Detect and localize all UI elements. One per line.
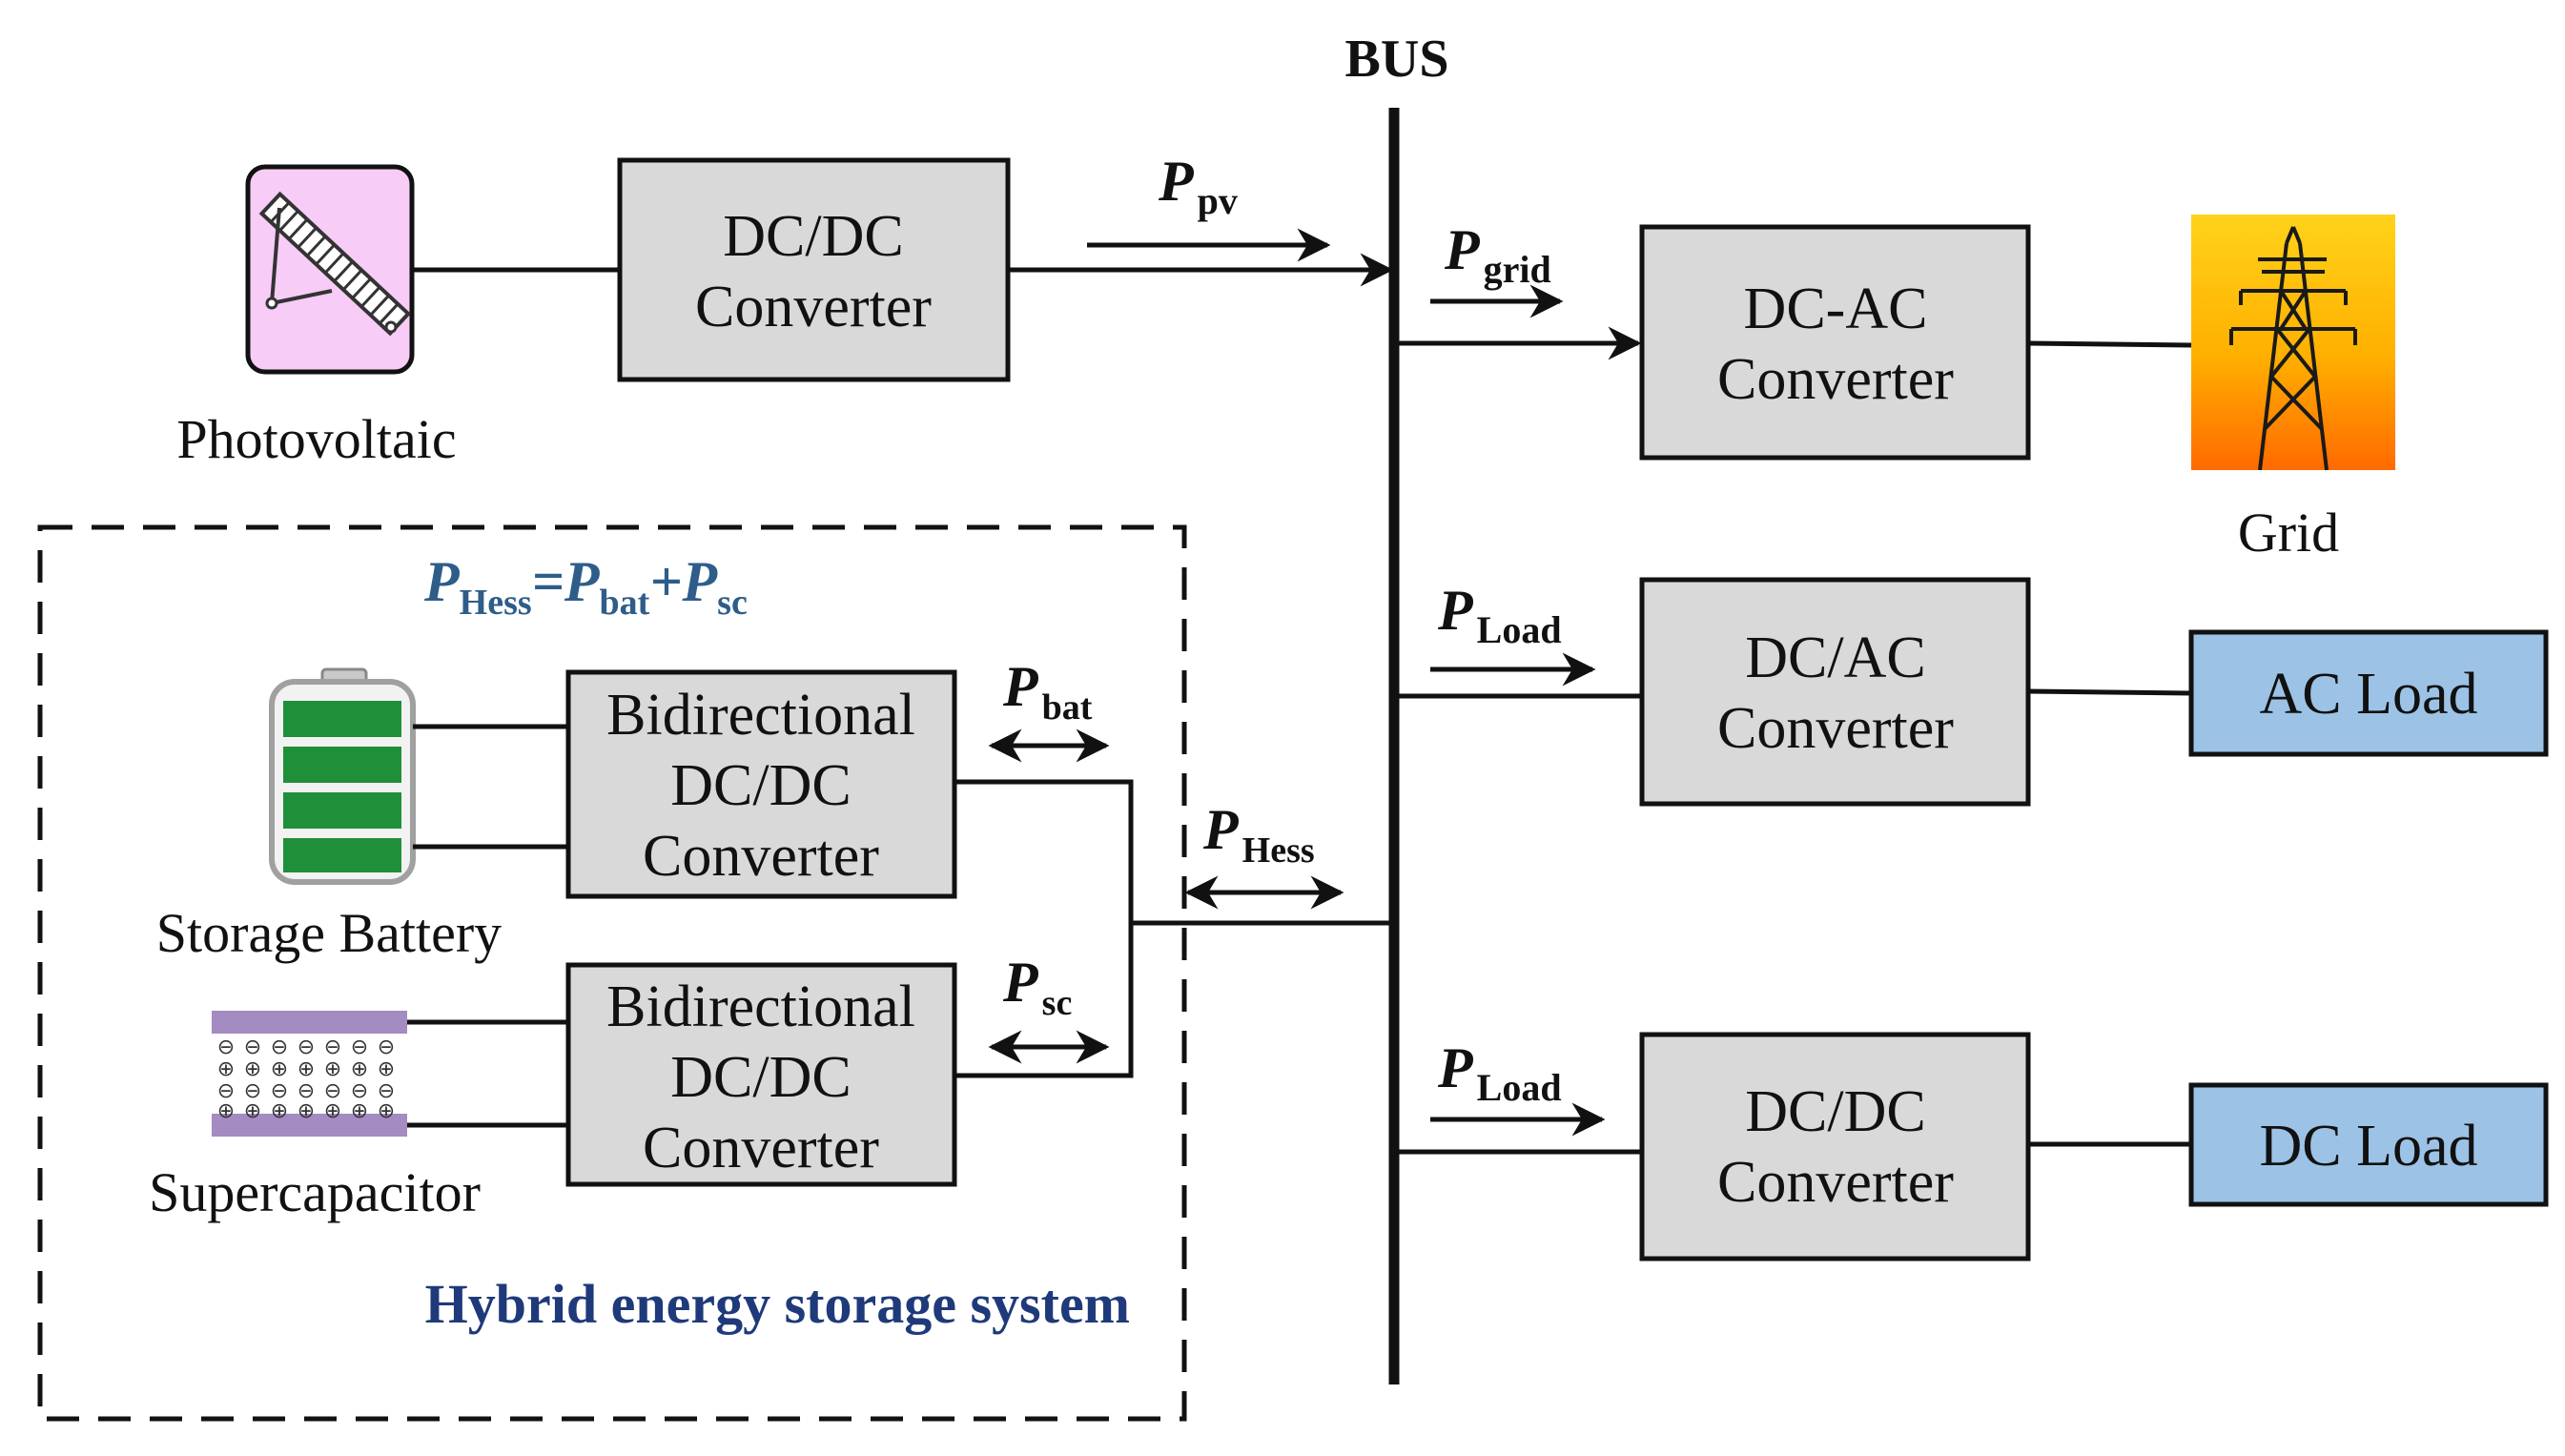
svg-text:⊕: ⊕ — [351, 1057, 368, 1081]
dc-ac-load-converter: DC/AC Converter — [1639, 577, 2031, 807]
hess-title: Hybrid energy storage system — [425, 1273, 1130, 1335]
svg-text:DC/DC: DC/DC — [670, 753, 851, 818]
dc-ac-grid-converter: DC-AC Converter — [1639, 224, 2031, 461]
svg-text:⊖: ⊖ — [298, 1079, 315, 1103]
svg-text:⊖: ⊖ — [324, 1036, 341, 1059]
dc-load-box: DC Load — [2188, 1082, 2549, 1207]
svg-text:Converter: Converter — [643, 824, 879, 889]
svg-text:⊖: ⊖ — [271, 1036, 288, 1059]
svg-text:⊖: ⊖ — [378, 1079, 395, 1103]
svg-text:⊖: ⊖ — [324, 1079, 341, 1103]
svg-text:⊖: ⊖ — [271, 1079, 288, 1103]
svg-text:⊕: ⊕ — [217, 1099, 235, 1123]
supercap-bidirectional-converter: Bidirectional DC/DC Converter — [565, 962, 957, 1187]
battery-bidirectional-converter: Bidirectional DC/DC Converter — [565, 669, 957, 899]
svg-text:⊕: ⊕ — [244, 1099, 261, 1123]
svg-text:⊕: ⊕ — [298, 1057, 315, 1081]
ac-load-box: AC Load — [2188, 629, 2549, 757]
ac-converter-to-load-wire — [2027, 688, 2192, 696]
svg-text:Converter: Converter — [695, 275, 932, 339]
svg-text:⊕: ⊕ — [378, 1099, 395, 1123]
grid-label: Grid — [2238, 502, 2339, 564]
svg-text:AC Load: AC Load — [2259, 662, 2477, 727]
svg-text:⊖: ⊖ — [244, 1036, 261, 1059]
svg-text:⊕: ⊕ — [217, 1057, 235, 1081]
svg-text:⊕: ⊕ — [298, 1099, 315, 1123]
svg-text:⊕: ⊕ — [351, 1099, 368, 1123]
svg-text:DC/DC: DC/DC — [1745, 1079, 1925, 1144]
svg-text:Converter: Converter — [643, 1116, 879, 1180]
battery-converter-to-junction-wire — [954, 779, 1134, 1078]
grid-converter-to-grid-wire — [2027, 340, 2192, 348]
svg-text:Converter: Converter — [1717, 347, 1954, 412]
svg-text:DC Load: DC Load — [2259, 1114, 2477, 1179]
bus-label: BUS — [1345, 30, 1449, 89]
svg-text:⊕: ⊕ — [378, 1057, 395, 1081]
svg-text:Converter: Converter — [1717, 1150, 1954, 1215]
svg-text:Bidirectional: Bidirectional — [606, 683, 915, 748]
svg-text:⊖: ⊖ — [244, 1079, 261, 1103]
svg-text:⊕: ⊕ — [324, 1057, 341, 1081]
svg-text:⊖: ⊖ — [351, 1036, 368, 1059]
svg-text:Bidirectional: Bidirectional — [606, 974, 915, 1039]
supercapacitor-icon: ⊖ ⊖ ⊖ ⊖ ⊖ ⊖ ⊖ ⊕ ⊕ ⊕ ⊕ ⊕ ⊕ ⊕ ⊖ ⊖ ⊖ ⊖ ⊖ ⊖ ⊖ ⊕ ⊕ ⊕ ⊕ ⊕ ⊕ ⊕ — [212, 1011, 407, 1137]
hess-boundary — [37, 524, 1187, 1422]
svg-text:⊕: ⊕ — [271, 1099, 288, 1123]
svg-text:⊕: ⊕ — [271, 1057, 288, 1081]
svg-text:⊖: ⊖ — [217, 1036, 235, 1059]
svg-text:⊖: ⊖ — [378, 1036, 395, 1059]
svg-text:DC-AC: DC-AC — [1744, 277, 1928, 341]
svg-text:DC/DC: DC/DC — [723, 204, 903, 269]
svg-text:Converter: Converter — [1717, 696, 1954, 761]
hess-equation: PHess=Pbat+Psc — [423, 550, 748, 623]
svg-text:⊕: ⊕ — [244, 1057, 261, 1081]
photovoltaic-icon — [245, 164, 415, 375]
supercapacitor-label: Supercapacitor — [149, 1161, 481, 1223]
svg-text:DC/DC: DC/DC — [670, 1045, 851, 1110]
battery-icon — [269, 667, 416, 885]
svg-text:DC/AC: DC/AC — [1745, 625, 1925, 690]
photovoltaic-label: Photovoltaic — [176, 408, 456, 470]
grid-tower-icon — [2191, 215, 2395, 471]
battery-label: Storage Battery — [156, 902, 502, 964]
dc-dc-load-converter: DC/DC Converter — [1639, 1032, 2031, 1261]
svg-text:⊖: ⊖ — [217, 1079, 235, 1103]
pv-dcdc-converter: DC/DC Converter — [617, 157, 1011, 382]
svg-text:⊖: ⊖ — [298, 1036, 315, 1059]
svg-text:⊖: ⊖ — [351, 1079, 368, 1103]
svg-text:⊕: ⊕ — [324, 1099, 341, 1123]
